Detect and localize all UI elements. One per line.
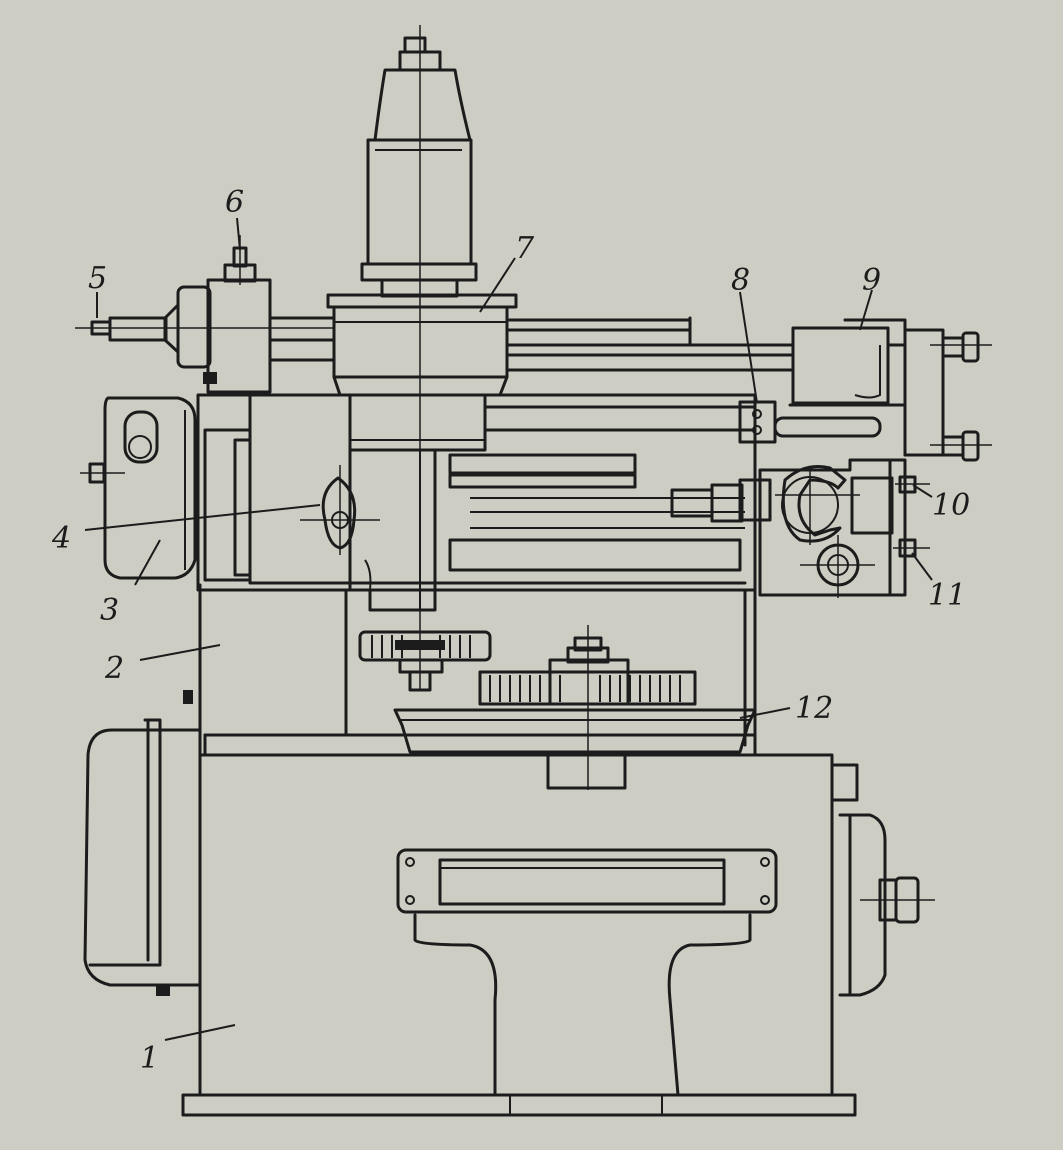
leader-lines	[84, 217, 933, 1041]
motor-left	[83, 718, 202, 996]
label-11: 11	[928, 578, 966, 613]
cam	[300, 465, 380, 555]
gear-teeth-workpiece	[489, 675, 681, 702]
label-2: 2	[104, 651, 124, 686]
base-bed	[181, 733, 857, 1117]
label-12: 12	[795, 691, 833, 726]
left-gearbox	[80, 396, 197, 580]
label-10: 10	[932, 488, 970, 523]
label-8: 8	[731, 263, 750, 298]
label-4: 4	[51, 521, 71, 556]
label-1: 1	[140, 1041, 159, 1076]
top-head	[360, 25, 478, 690]
right-assembly	[505, 316, 992, 598]
label-9: 9	[862, 263, 881, 298]
left-shaft-assembly	[75, 235, 336, 394]
label-6: 6	[225, 185, 244, 220]
side-unit-right	[830, 763, 935, 997]
label-7: 7	[515, 231, 535, 266]
callout-labels: 1 2 3 4 5 6 7 8 9 10 11 12	[51, 185, 970, 1076]
label-3: 3	[100, 593, 119, 628]
saddle	[326, 293, 518, 452]
label-5: 5	[88, 261, 107, 296]
carriage	[196, 393, 772, 692]
column	[183, 583, 757, 757]
